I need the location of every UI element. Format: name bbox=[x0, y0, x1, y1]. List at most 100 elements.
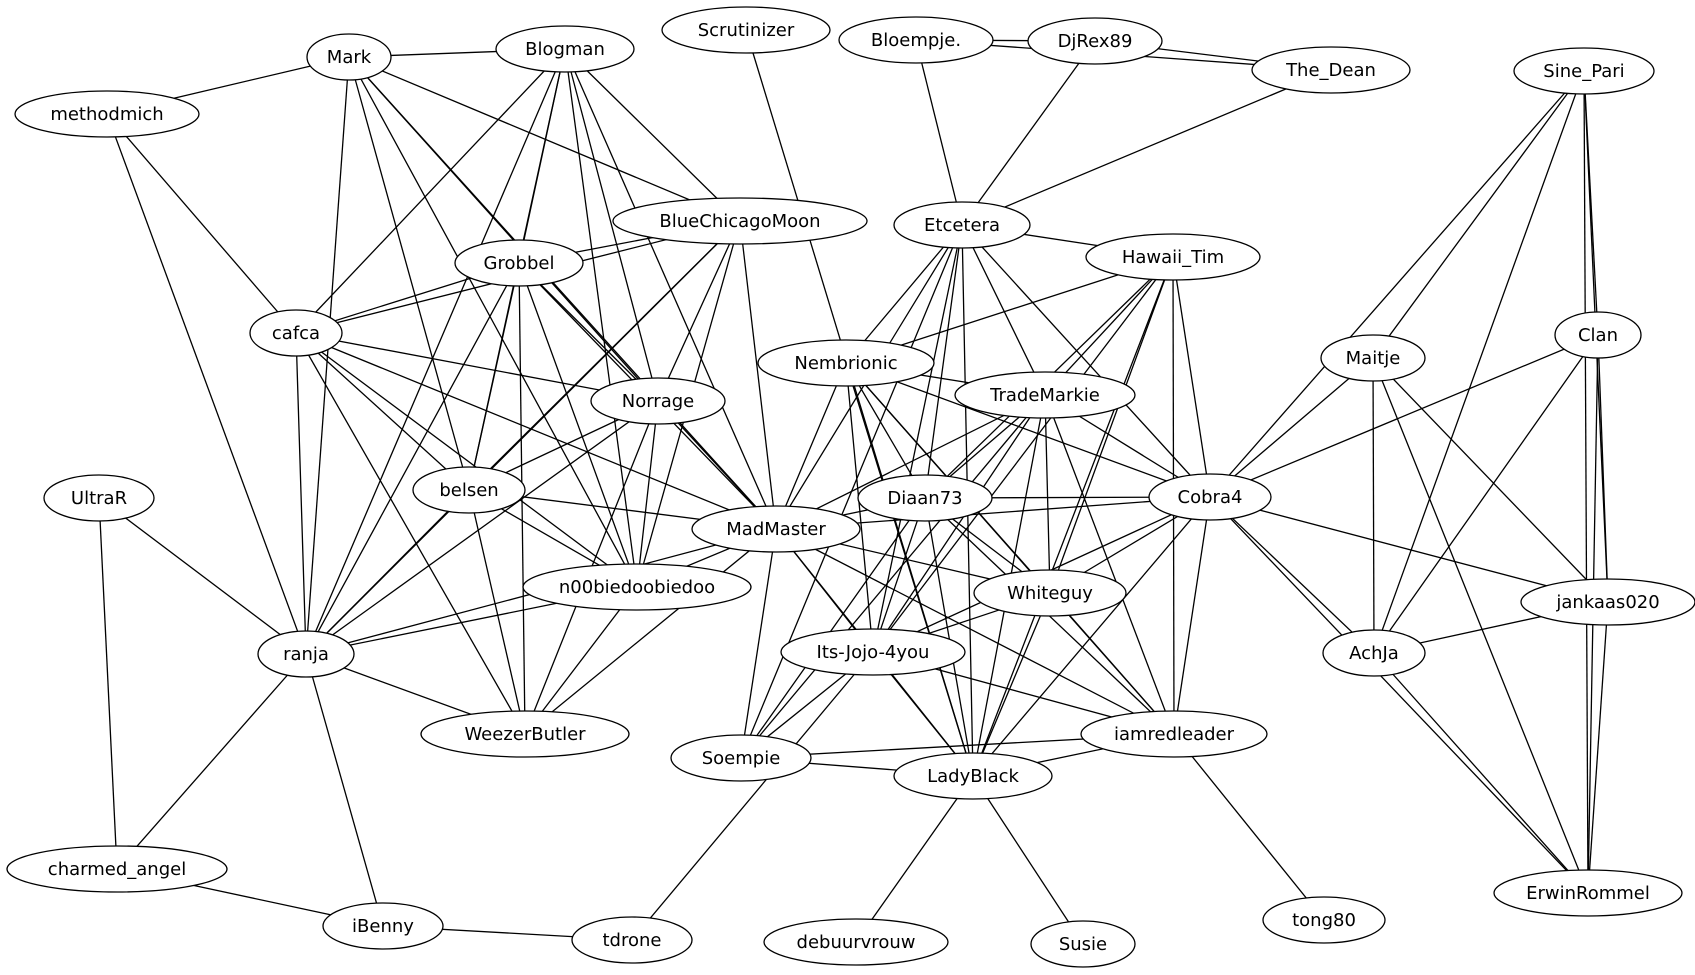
node-ellipse bbox=[6, 845, 228, 893]
edge-grobbel-ranja bbox=[305, 262, 520, 655]
edge-grobbel-n00biedoobiedoo bbox=[518, 262, 638, 588]
node-blogman: Blogman bbox=[495, 25, 635, 73]
node-ellipse bbox=[893, 752, 1053, 800]
edge-diaan73-its_jojo_4you bbox=[872, 497, 926, 653]
node-label: n00biedoobiedoo bbox=[559, 577, 715, 598]
node-ellipse bbox=[691, 505, 861, 553]
edge-ranja-charmed_angel bbox=[116, 653, 307, 870]
node-label: ranja bbox=[283, 644, 329, 665]
node-jankaas020: jankaas020 bbox=[1520, 578, 1695, 626]
node-erwinrommel: ErwinRommel bbox=[1493, 869, 1683, 917]
node-label: tdrone bbox=[603, 930, 662, 951]
edge-maitje-jankaas020 bbox=[1372, 357, 1609, 603]
node-label: Susie bbox=[1059, 934, 1107, 955]
node-ellipse bbox=[322, 902, 444, 950]
edge-iamredleader-tong80 bbox=[1173, 733, 1325, 921]
edge-mark-belsen bbox=[348, 56, 470, 491]
node-ellipse bbox=[522, 563, 752, 611]
edge-diaan73-ladyblack bbox=[924, 497, 974, 777]
node-ellipse bbox=[43, 474, 155, 522]
node-sine_pari: Sine_Pari bbox=[1513, 47, 1655, 95]
node-ellipse bbox=[1520, 578, 1695, 626]
node-ellipse bbox=[571, 916, 693, 964]
node-label: BlueChicagoMoon bbox=[659, 211, 820, 232]
edge-nembrionic-its_jojo_4you bbox=[845, 362, 874, 653]
edge-cobra4-iamredleader bbox=[1173, 496, 1211, 735]
node-diaan73: Diaan73 bbox=[857, 474, 993, 522]
node-ellipse bbox=[670, 734, 812, 782]
node-ellipse bbox=[1493, 869, 1683, 917]
node-label: ErwinRommel bbox=[1526, 883, 1650, 904]
node-bluechicagomoon: BlueChicagoMoon bbox=[612, 197, 868, 245]
node-label: iamredleader bbox=[1114, 724, 1235, 745]
node-etcetera: Etcetera bbox=[893, 201, 1031, 249]
edge-madmaster-soempie bbox=[740, 528, 777, 759]
node-ellipse bbox=[763, 918, 949, 966]
edge-cafca-belsen bbox=[295, 332, 470, 491]
edge-whiteguy-iamredleader bbox=[1049, 592, 1175, 735]
node-label: charmed_angel bbox=[48, 859, 186, 880]
edge-clan-jankaas020 bbox=[1597, 334, 1609, 603]
edge-whiteguy-ladyblack bbox=[972, 592, 1051, 777]
edge-ranja-ibenny bbox=[305, 653, 384, 927]
node-ellipse bbox=[1251, 46, 1411, 94]
node-achja: AchJa bbox=[1322, 629, 1426, 677]
node-ellipse bbox=[590, 377, 726, 425]
edge-sine_pari-maitje bbox=[1372, 70, 1585, 359]
node-label: Maitje bbox=[1346, 348, 1401, 369]
node-n00biedoobiedoo: n00biedoobiedoo bbox=[522, 563, 752, 611]
node-label: Grobbel bbox=[484, 253, 555, 274]
node-label: Diaan73 bbox=[887, 488, 962, 509]
node-label: Whiteguy bbox=[1007, 583, 1093, 604]
node-label: Bloempje. bbox=[871, 30, 961, 51]
edge-trademarkie-madmaster bbox=[775, 394, 1046, 530]
edge-belsen-ranja bbox=[305, 489, 470, 655]
edge-blogman-norrage bbox=[564, 48, 659, 402]
edge-mark-madmaster bbox=[348, 56, 777, 530]
node-its_jojo_4you: Its-Jojo-4you bbox=[780, 628, 966, 676]
edge-clan-achja bbox=[1373, 334, 1599, 654]
node-label: The_Dean bbox=[1285, 60, 1376, 81]
edge-nembrionic-cobra4 bbox=[845, 362, 1211, 498]
edge-etcetera-cobra4 bbox=[961, 224, 1211, 498]
edge-maitje-erwinrommel bbox=[1372, 357, 1589, 894]
node-label: Its-Jojo-4you bbox=[817, 642, 930, 663]
node-maitje: Maitje bbox=[1320, 334, 1426, 382]
node-ellipse bbox=[1148, 473, 1272, 521]
node-label: Scrutinizer bbox=[698, 20, 795, 41]
node-ellipse bbox=[661, 6, 831, 54]
node-ellipse bbox=[454, 239, 584, 287]
edge-jankaas020-erwinrommel bbox=[1587, 601, 1609, 894]
edge-ladyblack-susie bbox=[972, 775, 1084, 945]
node-ellipse bbox=[838, 16, 994, 64]
node-label: Soempie bbox=[702, 748, 781, 769]
node-ellipse bbox=[1554, 311, 1642, 359]
edge-clan-cobra4 bbox=[1209, 334, 1599, 498]
edge-blogman-bluechicagomoon bbox=[564, 48, 741, 222]
node-ellipse bbox=[757, 339, 935, 387]
node-ellipse bbox=[14, 90, 200, 138]
node-susie: Susie bbox=[1030, 920, 1136, 968]
node-ellipse bbox=[893, 201, 1031, 249]
edge-the_dean-etcetera bbox=[961, 69, 1332, 226]
edge-cobra4-achja bbox=[1209, 496, 1375, 654]
node-belsen: belsen bbox=[412, 466, 526, 514]
edge-nembrionic-ladyblack bbox=[845, 362, 974, 777]
edge-methodmich-ranja bbox=[106, 113, 307, 655]
node-label: UltraR bbox=[71, 488, 127, 509]
edge-cafca-ranja bbox=[295, 332, 307, 655]
node-ellipse bbox=[1030, 920, 1136, 968]
edge-sine_pari-achja bbox=[1373, 70, 1585, 654]
node-ibenny: iBenny bbox=[322, 902, 444, 950]
node-label: DjRex89 bbox=[1058, 31, 1133, 52]
edge-hawaii_tim-cobra4 bbox=[1172, 256, 1211, 498]
node-label: TradeMarkie bbox=[989, 385, 1100, 406]
node-djrex89: DjRex89 bbox=[1027, 17, 1163, 65]
node-ellipse bbox=[1080, 710, 1268, 758]
edge-madmaster-iamredleader bbox=[775, 528, 1175, 735]
node-ellipse bbox=[612, 197, 868, 245]
edge-norrage-n00biedoobiedoo bbox=[636, 400, 659, 588]
